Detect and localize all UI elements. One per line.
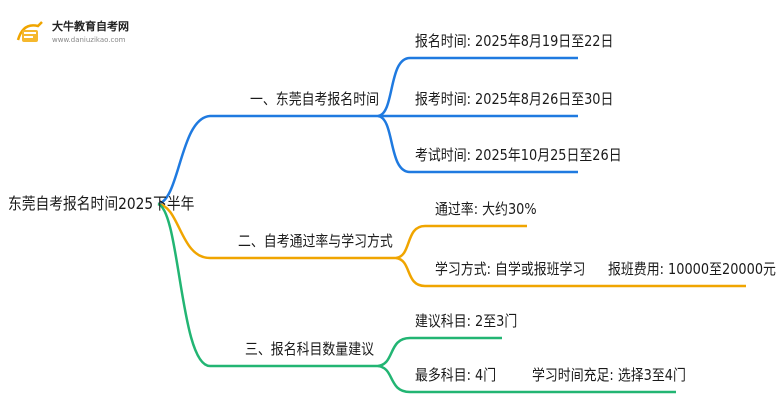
root-to-branch1-line (157, 114, 378, 206)
connector-lines (157, 56, 746, 394)
branch2-to-leaf1-line (395, 224, 527, 260)
branch1-leaf3: 考试时间: 2025年10月25日至26日 (415, 146, 622, 164)
branch3-leaf2: 最多科目: 4门 (415, 366, 497, 384)
branch2-to-leaf2-line (395, 256, 746, 288)
mindmap: 大牛教育自考网 www.daniuzikao.com 东莞自考报名时间2025下… (8, 18, 776, 394)
branch1-leaf1: 报名时间: 2025年8月19日至22日 (415, 32, 614, 50)
branch1-label: 一、东莞自考报名时间 (250, 90, 380, 108)
branch3-to-leaf2-line (377, 364, 676, 394)
branch3-label: 三、报名科目数量建议 (245, 340, 375, 358)
root-to-branch2-line (157, 202, 396, 260)
branch2-leaf2-child: 报班费用: 10000至20000元 (608, 260, 776, 278)
branch1-to-leaf3-line (377, 114, 578, 174)
root-node: 东莞自考报名时间2025下半年 (8, 194, 195, 213)
site-logo: 大牛教育自考网 www.daniuzikao.com (16, 18, 129, 48)
book-logo-icon (16, 21, 43, 42)
branch2-label: 二、自考通过率与学习方式 (238, 232, 393, 250)
logo-title: 大牛教育自考网 (52, 20, 129, 33)
logo-url: www.daniuzikao.com (52, 36, 126, 44)
root-to-branch3-line (157, 202, 378, 368)
branch1-to-leaf1-line (377, 56, 578, 118)
branch2-leaf2: 学习方式: 自学或报班学习 (435, 260, 586, 278)
branch3-leaf2-child: 学习时间充足: 选择3至4门 (532, 366, 686, 384)
branch3-to-leaf1-line (377, 336, 502, 368)
branch1-leaf2: 报考时间: 2025年8月26日至30日 (415, 90, 614, 108)
branch3-leaf1: 建议科目: 2至3门 (415, 312, 518, 330)
branch2-leaf1: 通过率: 大约30% (435, 200, 537, 218)
